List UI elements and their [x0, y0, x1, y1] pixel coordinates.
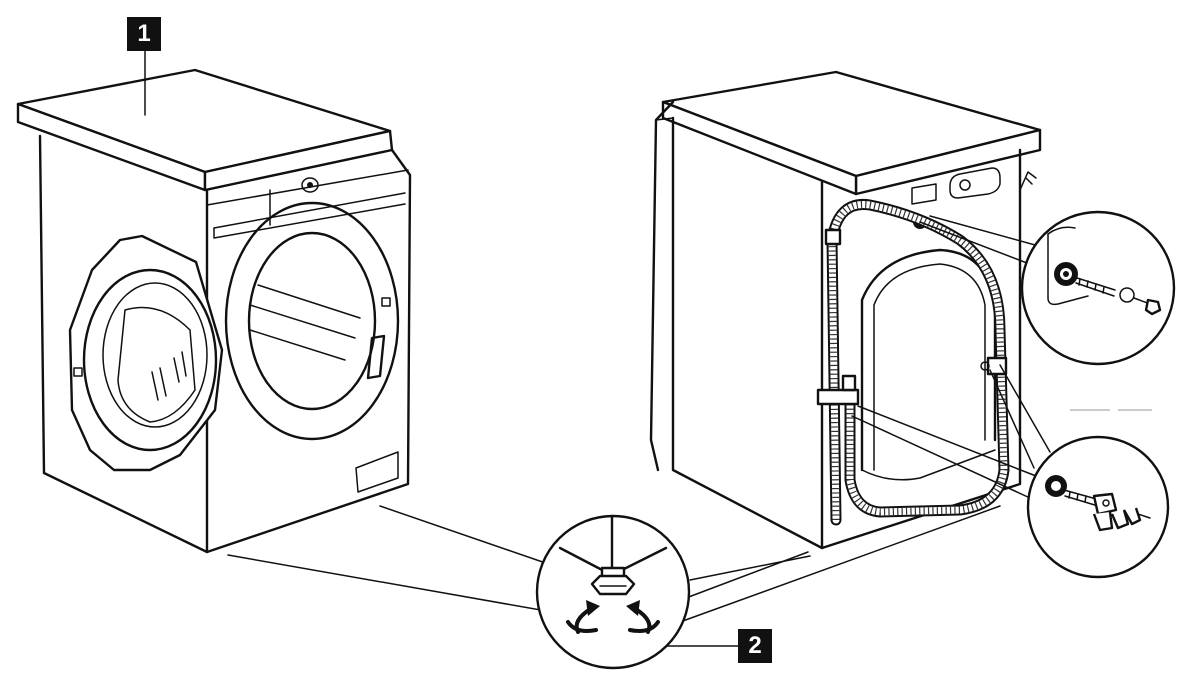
- adjustable-foot-detail: [535, 514, 691, 670]
- adjustable-foot: [590, 566, 636, 596]
- door-opening: [224, 201, 400, 441]
- rotate-arrow-right: [626, 600, 660, 634]
- transit-bolt-detail-bottom: [1026, 435, 1170, 579]
- callout-2: 2: [738, 629, 772, 663]
- transit-bolt-detail-top: [1020, 210, 1176, 366]
- drain-hose: [826, 198, 1010, 526]
- front-washing-machine: [16, 68, 412, 554]
- rear-top-cover: [661, 70, 1042, 196]
- leader-lines: [144, 49, 1152, 647]
- rear-washing-machine: [649, 70, 1042, 550]
- callout-1: 1: [127, 17, 161, 51]
- top-cover: [16, 68, 394, 192]
- rotate-arrow-left: [566, 600, 600, 634]
- open-door: [68, 234, 224, 472]
